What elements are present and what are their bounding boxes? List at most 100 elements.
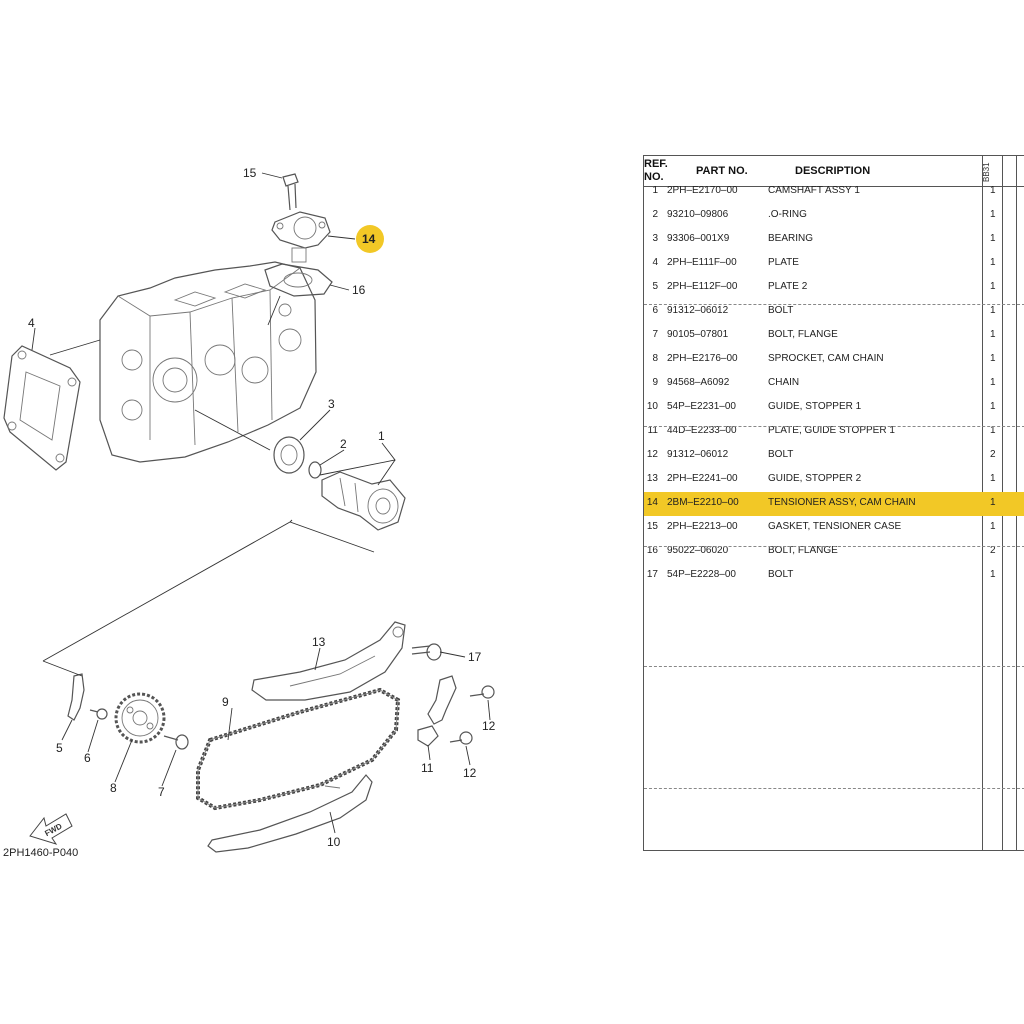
ref-cell: 2: [652, 209, 658, 220]
description-cell: TENSIONER ASSY, CAM CHAIN: [768, 497, 916, 508]
bolt-12-drawing: [449, 685, 495, 745]
callout-6: 6: [84, 751, 91, 765]
part-no-cell: 93306–001X9: [667, 233, 730, 244]
bearing-drawing: [273, 436, 305, 474]
ref-cell: 4: [652, 257, 658, 268]
callout-5: 5: [56, 741, 63, 755]
qty-cell: 1: [990, 353, 996, 364]
part-no-cell: 91312–06012: [667, 305, 729, 316]
ref-cell: 8: [652, 353, 658, 364]
callout-9: 9: [222, 695, 229, 709]
callout-15: 16: [352, 283, 366, 297]
highlight-marker: [356, 225, 384, 253]
callout-4: 4: [28, 316, 35, 330]
cylinder-head-drawing: [99, 261, 317, 463]
ref-cell: 14: [646, 497, 658, 508]
exploded-parts-diagram: 15 14 16 4 3 1 2 13 17 9 12 12 11 5 6 8 …: [3, 166, 496, 859]
fwd-arrow: FWD: [29, 813, 73, 845]
callout-14: 14: [362, 232, 376, 246]
description-cell: CHAIN: [768, 377, 800, 388]
description-cell: BOLT, FLANGE: [768, 545, 838, 556]
description-cell: GUIDE, STOPPER 1: [768, 401, 862, 412]
table-row[interactable]: 8 2PH–E2176–00 SPROCKET, CAM CHAIN 1: [644, 348, 1024, 372]
sprocket-drawing: [114, 692, 166, 744]
table-row[interactable]: 3 93306–001X9 BEARING 1: [644, 228, 1024, 252]
cam-chain-drawing: [196, 687, 401, 811]
qty-cell: 1: [990, 425, 996, 436]
part-no-cell: 2PH–E112F–00: [667, 281, 738, 292]
qty-cell: 1: [990, 281, 996, 292]
part-no-cell: 93210–09806: [667, 209, 729, 220]
tensioner-gasket-drawing: [264, 263, 333, 297]
description-cell: BOLT: [768, 305, 794, 316]
leader-lines: [31, 172, 491, 834]
tensioner-drawing: [271, 211, 331, 263]
description-cell: PLATE 2: [768, 281, 808, 292]
part-no-cell: 2PH–E2241–00: [667, 473, 738, 484]
qty-cell: 1: [990, 497, 996, 508]
ref-cell: 12: [646, 449, 658, 460]
part-no-cell: 54P–E2228–00: [667, 569, 736, 580]
qty-cell: 2: [990, 449, 996, 460]
description-cell: BEARING: [768, 233, 814, 244]
qty-cell: 1: [990, 305, 996, 316]
bolt-17-drawing: [411, 643, 442, 661]
callout-labels: 15 14 16 4 3 1 2 13 17 9 12 12 11 5 6 8 …: [28, 166, 496, 849]
description-cell: SPROCKET, CAM CHAIN: [768, 353, 884, 364]
ref-cell: 11: [647, 425, 658, 436]
part-no-cell: 2PH–E2176–00: [667, 353, 738, 364]
header-no: NO.: [644, 171, 664, 183]
bolt-7-drawing: [163, 734, 189, 750]
ref-cell: 15: [646, 521, 658, 532]
guide-stopper-2-drawing: [251, 621, 406, 701]
qty-cell: 1: [990, 329, 996, 340]
callout-3: 3: [328, 397, 335, 411]
description-cell: PLATE, GUIDE STOPPER 1: [768, 425, 895, 436]
qty-cell: 1: [990, 569, 996, 580]
callout-7: 7: [158, 785, 165, 799]
callout-10: 10: [327, 835, 341, 849]
bolt-6-drawing: [89, 708, 108, 720]
qty-cell: 1: [990, 233, 996, 244]
callout-1: 1: [378, 429, 385, 443]
header-description: DESCRIPTION: [795, 165, 871, 177]
qty-cell: 1: [990, 521, 996, 532]
description-cell: GASKET, TENSIONER CASE: [768, 521, 902, 532]
ref-cell: 3: [652, 233, 658, 244]
header-ref: REF.: [644, 158, 668, 170]
callout-16: 15: [243, 166, 257, 180]
callout-13: 13: [312, 635, 326, 649]
part-no-cell: 94568–A6092: [667, 377, 730, 388]
ref-cell: 9: [652, 377, 658, 388]
o-ring-drawing: [308, 461, 322, 479]
part-no-cell: 54P–E2231–00: [667, 401, 736, 412]
camshaft-drawing: [321, 471, 406, 531]
callout-12a: 12: [482, 719, 496, 733]
callout-11: 11: [421, 761, 434, 775]
callout-17: 17: [468, 650, 482, 664]
diagram-code: 2PH1460-P040: [3, 847, 78, 859]
table-row[interactable]: 6 91312–06012 BOLT 1: [644, 300, 1024, 324]
ref-cell: 6: [652, 305, 658, 316]
description-cell: GUIDE, STOPPER 2: [768, 473, 862, 484]
guide-stopper-1-drawing: [207, 774, 373, 853]
description-cell: BOLT: [768, 449, 794, 460]
plate-2-drawing: [67, 673, 85, 721]
qty-cell: 1: [990, 257, 996, 268]
part-no-cell: 2PH–E111F–00: [667, 257, 737, 268]
